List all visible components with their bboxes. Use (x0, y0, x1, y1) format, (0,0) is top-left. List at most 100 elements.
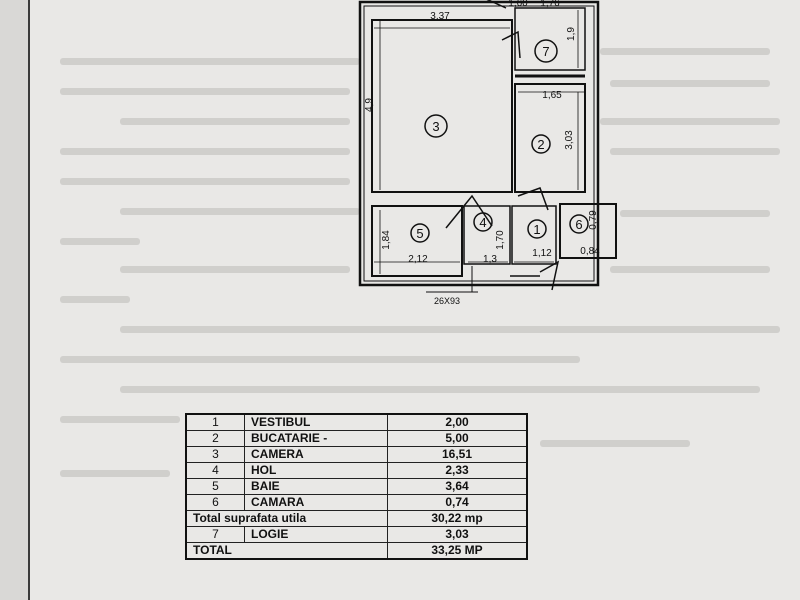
dim-room2-width: 1,65 (542, 90, 562, 101)
room-4-marker (473, 212, 493, 232)
bleed-through-line (600, 48, 770, 55)
room-area-table: 1 VESTIBUL 2,00 2 BUCATARIE - 5,00 3 CAM… (185, 413, 528, 560)
dim-room3-height: 4,9 (364, 98, 375, 112)
total-row: TOTAL 33,25 MP (185, 542, 528, 560)
dim-closet-width: 0,84 (580, 246, 600, 257)
table-row: 6 CAMARA 0,74 (185, 494, 528, 511)
outer-wall-inner (363, 5, 595, 282)
bleed-through-line (610, 148, 780, 155)
room-6-walls (559, 203, 617, 259)
dim-top-small-b: 1,76 (540, 0, 560, 9)
bleed-through-line (120, 326, 780, 333)
dim-room5-height: 1,84 (381, 230, 392, 250)
room-area-cell: 5,00 (387, 430, 528, 447)
room-number-cell: 5 (185, 478, 245, 495)
room-2-walls (514, 83, 586, 193)
room-name-cell: CAMERA (244, 446, 388, 463)
room-name-cell: VESTIBUL (244, 413, 388, 431)
door-swing (445, 194, 493, 229)
margin-edge-line (28, 0, 30, 600)
outer-wall (358, 0, 600, 287)
room-name-cell: BUCATARIE - (244, 430, 388, 447)
bleed-through-line (120, 266, 350, 273)
room-area-cell: 2,00 (387, 413, 528, 431)
room-7-number: 7 (542, 44, 549, 59)
bleed-through-line (120, 386, 760, 393)
total-label: TOTAL (185, 542, 388, 560)
bleed-through-line (60, 58, 360, 65)
page-margin (0, 0, 30, 600)
room-area-cell: 3,64 (387, 478, 528, 495)
table-row: 4 HOL 2,33 (185, 462, 528, 479)
bleed-through-line (610, 266, 770, 273)
room-number-cell: 1 (185, 413, 245, 431)
room-2-number: 2 (537, 137, 544, 152)
dim-vest-width: 1,12 (532, 248, 552, 259)
bleed-through-line (60, 416, 180, 423)
bleed-through-line (60, 88, 350, 95)
room-number-cell: 6 (185, 494, 245, 511)
dim-closet-height: 0,79 (588, 210, 599, 230)
dim-top-small-a: 1,60 (508, 0, 528, 9)
room-area-cell: 2,33 (387, 462, 528, 479)
bleed-through-line (60, 178, 350, 185)
room-7-walls (514, 7, 586, 71)
dim-logia-height: 1,9 (566, 27, 577, 41)
bleed-through-line (60, 148, 350, 155)
room-number-cell: 4 (185, 462, 245, 479)
bleed-through-line (60, 356, 580, 363)
room-3-marker (424, 114, 448, 138)
subtotal-label: Total suprafata utila (185, 510, 388, 527)
room-5-walls (371, 205, 463, 277)
subtotal-row: Total suprafata utila 30,22 mp (185, 510, 528, 527)
bleed-through-line (540, 440, 690, 447)
room-area-cell: 0,74 (387, 494, 528, 511)
table-row: 5 BAIE 3,64 (185, 478, 528, 495)
bleed-through-line (620, 210, 770, 217)
room-1-number: 1 (533, 222, 540, 237)
bleed-through-line (60, 296, 130, 303)
bleed-through-line (600, 118, 780, 125)
dim-top-width: 3,37 (430, 11, 450, 22)
total-value: 33,25 MP (387, 542, 528, 560)
room-6-marker (569, 214, 589, 234)
room-6-number: 6 (575, 217, 582, 232)
dim-room5-width: 2,12 (408, 254, 428, 265)
room-number-cell: 2 (185, 430, 245, 447)
door-size-label: 26X93 (434, 296, 460, 306)
room-1-marker (527, 219, 547, 239)
room-name-cell: HOL (244, 462, 388, 479)
dim-hall-height: 1,70 (495, 230, 506, 250)
room-name-cell: CAMARA (244, 494, 388, 511)
bleed-through-line (60, 470, 170, 477)
room-2-marker (531, 134, 551, 154)
bleed-through-line (60, 238, 140, 245)
door-swing (486, 0, 507, 9)
room-5-marker (410, 223, 430, 243)
room-3-number: 3 (432, 119, 439, 134)
table-row: 7 LOGIE 3,03 (185, 526, 528, 543)
table-row: 1 VESTIBUL 2,00 (185, 413, 528, 431)
room-area-cell: 3,03 (387, 526, 528, 543)
dim-hall-width: 1,3 (483, 254, 497, 265)
room-1-walls (511, 205, 557, 265)
bleed-through-line (610, 80, 770, 87)
bleed-through-line (120, 208, 360, 215)
bleed-through-line (120, 118, 350, 125)
room-name-cell: LOGIE (244, 526, 388, 543)
door-swing (517, 187, 549, 211)
room-4-walls (463, 205, 511, 265)
plan-walls (358, 0, 617, 293)
room-name-cell: BAIE (244, 478, 388, 495)
room-3-walls (371, 19, 513, 193)
room-number-cell: 3 (185, 446, 245, 463)
table-row: 3 CAMERA 16,51 (185, 446, 528, 463)
room-area-cell: 16,51 (387, 446, 528, 463)
subtotal-value: 30,22 mp (387, 510, 528, 527)
room-number-cell: 7 (185, 526, 245, 543)
table-row: 2 BUCATARIE - 5,00 (185, 430, 528, 447)
door-swing (501, 30, 521, 59)
room-7-marker (534, 39, 558, 63)
